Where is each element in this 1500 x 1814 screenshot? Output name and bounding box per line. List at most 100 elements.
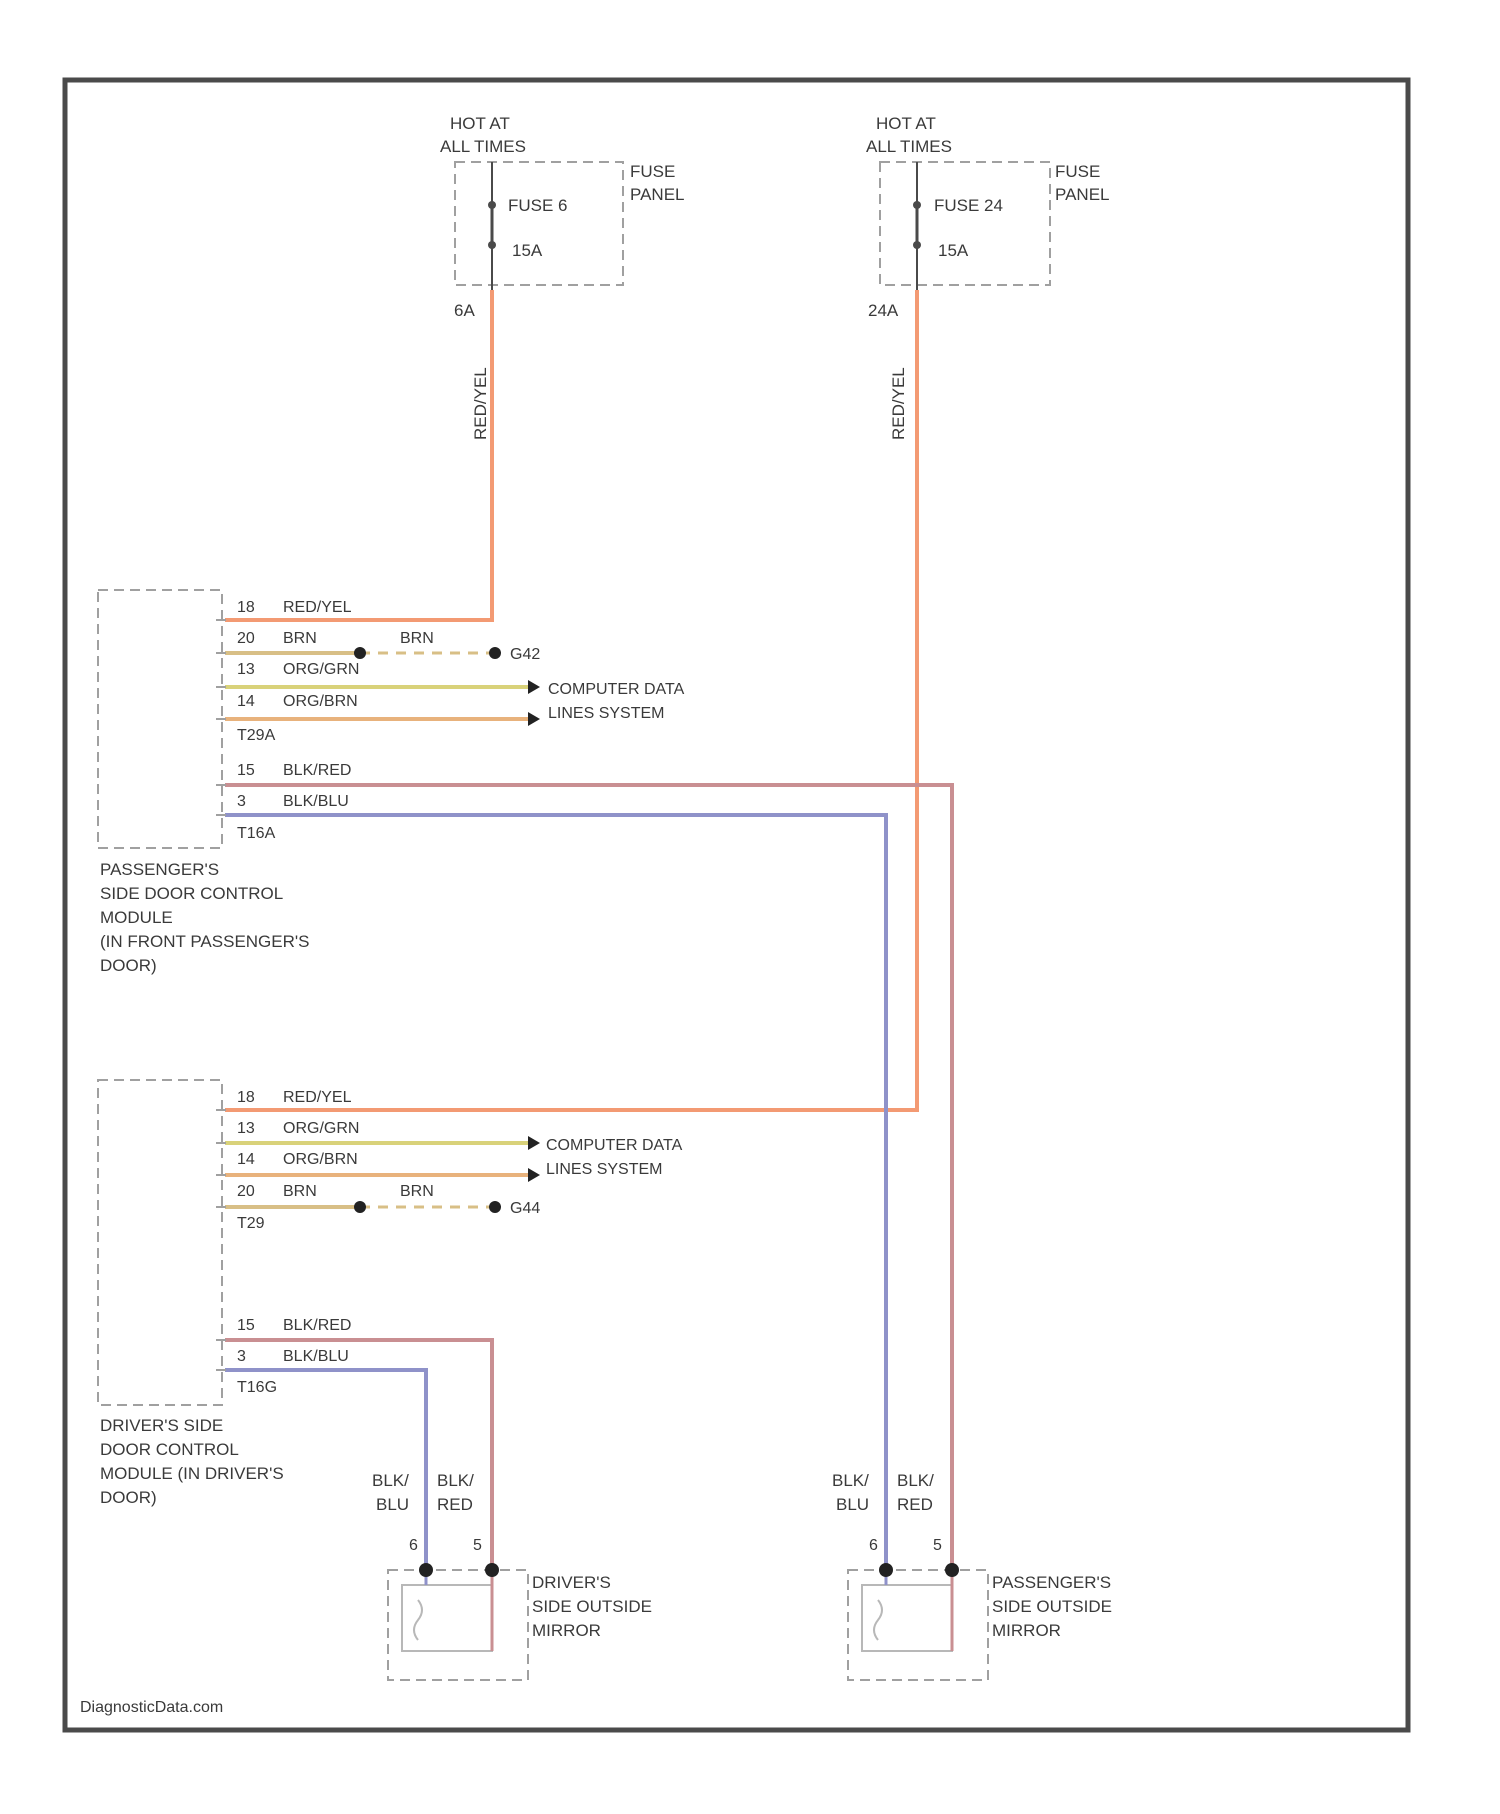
ground-label: G44 bbox=[510, 1200, 540, 1217]
footer-watermark: DiagnosticData.com bbox=[80, 1699, 223, 1716]
fuse-panel-label-1: FUSE bbox=[630, 162, 675, 181]
pin-b: 5 bbox=[473, 1537, 482, 1554]
mirror-name-3: MIRROR bbox=[992, 1621, 1061, 1640]
mirror-motor-box bbox=[862, 1585, 952, 1651]
fuse-24-amp: 15A bbox=[938, 241, 969, 260]
module-box bbox=[98, 1080, 222, 1405]
pin-number: 14 bbox=[237, 693, 255, 710]
pin-wire-2: BRN bbox=[400, 630, 434, 647]
hot-at-label: HOT AT bbox=[876, 114, 936, 133]
wire-a-label-1: BLK/ bbox=[372, 1471, 409, 1490]
pin-b: 5 bbox=[933, 1537, 942, 1554]
fuse-panel-box bbox=[880, 162, 1050, 285]
passenger-door-module: 18 RED/YEL 20 BRN BRN G42 13 ORG/GRN 14 … bbox=[98, 590, 685, 975]
fuse-6-wire-label: RED/YEL bbox=[471, 367, 490, 440]
pin-wire: BLK/BLU bbox=[283, 1348, 349, 1365]
driver-door-module: 18 RED/YEL 13 ORG/GRN 14 ORG/BRN COMPUTE… bbox=[98, 1080, 683, 1507]
data-label-1: COMPUTER DATA bbox=[548, 681, 685, 698]
hot-at-label: HOT AT bbox=[450, 114, 510, 133]
arrow-icon bbox=[528, 1168, 540, 1182]
fuse-panel-label-2: PANEL bbox=[630, 185, 685, 204]
module-name-5: DOOR) bbox=[100, 956, 157, 975]
ground-label: G42 bbox=[510, 646, 540, 663]
pin-wire: RED/YEL bbox=[283, 1089, 352, 1106]
wire-blk-blu-pass bbox=[225, 815, 886, 1570]
wire-b-label-2: RED bbox=[437, 1495, 473, 1514]
wire-a-label-1: BLK/ bbox=[832, 1471, 869, 1490]
mirror-name-1: PASSENGER'S bbox=[992, 1573, 1111, 1592]
wire-red-yel-pass bbox=[225, 290, 492, 620]
fuse-panel-label-2: PANEL bbox=[1055, 185, 1110, 204]
pin-number: 14 bbox=[237, 1151, 255, 1168]
splice-dot bbox=[354, 647, 366, 659]
fuse-24-block: HOT AT ALL TIMES FUSE 24 15A FUSE PANEL … bbox=[866, 114, 1110, 440]
pin-wire: BLK/BLU bbox=[283, 793, 349, 810]
module-name-1: DRIVER'S SIDE bbox=[100, 1416, 223, 1435]
ground-dot bbox=[489, 647, 501, 659]
fuse-6-circuit: 6A bbox=[454, 301, 475, 320]
pin-number: 15 bbox=[237, 762, 255, 779]
pin-number: 15 bbox=[237, 1317, 255, 1334]
fuse-6-amp: 15A bbox=[512, 241, 543, 260]
connector-dot bbox=[485, 1563, 499, 1577]
pin-wire: BLK/RED bbox=[283, 762, 351, 779]
pin-number: 3 bbox=[237, 1348, 246, 1365]
connector-label: T29A bbox=[237, 727, 276, 744]
connector-label: T29 bbox=[237, 1215, 265, 1232]
pin-wire: BRN bbox=[283, 630, 317, 647]
mirror-name-2: SIDE OUTSIDE bbox=[992, 1597, 1112, 1616]
module-name-4: (IN FRONT PASSENGER'S bbox=[100, 932, 309, 951]
data-label-2: LINES SYSTEM bbox=[548, 705, 664, 722]
motor-coil-icon bbox=[414, 1600, 422, 1640]
module-name-3: MODULE (IN DRIVER'S bbox=[100, 1464, 284, 1483]
motor-coil-icon bbox=[874, 1600, 882, 1640]
pin-a: 6 bbox=[869, 1537, 878, 1554]
arrow-icon bbox=[528, 1136, 540, 1150]
module-name-3: MODULE bbox=[100, 908, 173, 927]
pin-number: 13 bbox=[237, 661, 255, 678]
fuse-panel-label-1: FUSE bbox=[1055, 162, 1100, 181]
all-times-label: ALL TIMES bbox=[440, 137, 526, 156]
connector-dot bbox=[419, 1563, 433, 1577]
connector-dot bbox=[945, 1563, 959, 1577]
fuse-6-label: FUSE 6 bbox=[508, 196, 568, 215]
fuse-panel-box bbox=[455, 162, 623, 285]
driver-side-mirror: BLK/ BLU BLK/ RED 6 5 DRIVER'S SIDE OUTS… bbox=[372, 1471, 652, 1680]
pin-wire: BLK/RED bbox=[283, 1317, 351, 1334]
fuse-24-wire-label: RED/YEL bbox=[889, 367, 908, 440]
mirror-name-3: MIRROR bbox=[532, 1621, 601, 1640]
module-name-4: DOOR) bbox=[100, 1488, 157, 1507]
passenger-side-mirror: BLK/ BLU BLK/ RED 6 5 PASSENGER'S SIDE O… bbox=[832, 1471, 1112, 1680]
mirror-name-1: DRIVER'S bbox=[532, 1573, 611, 1592]
fuse-6-block: HOT AT ALL TIMES FUSE 6 15A FUSE PANEL 6… bbox=[440, 114, 685, 440]
module-name-2: DOOR CONTROL bbox=[100, 1440, 239, 1459]
module-name-2: SIDE DOOR CONTROL bbox=[100, 884, 283, 903]
module-pin-ticks bbox=[216, 620, 226, 1370]
pin-number: 18 bbox=[237, 1089, 255, 1106]
mirror-name-2: SIDE OUTSIDE bbox=[532, 1597, 652, 1616]
pin-number: 3 bbox=[237, 793, 246, 810]
data-label-1: COMPUTER DATA bbox=[546, 1137, 683, 1154]
pin-number: 18 bbox=[237, 599, 255, 616]
pin-a: 6 bbox=[409, 1537, 418, 1554]
pin-wire: ORG/GRN bbox=[283, 661, 359, 678]
connector-label: T16A bbox=[237, 825, 276, 842]
fuse-24-label: FUSE 24 bbox=[934, 196, 1003, 215]
fuse-24-circuit: 24A bbox=[868, 301, 899, 320]
pin-wire-2: BRN bbox=[400, 1183, 434, 1200]
wire-blk-red-driver bbox=[225, 1340, 492, 1570]
mirror-box bbox=[848, 1570, 988, 1680]
module-box bbox=[98, 590, 222, 848]
wire-a-label-2: BLU bbox=[836, 1495, 869, 1514]
connector-dot bbox=[879, 1563, 893, 1577]
pin-wire: ORG/BRN bbox=[283, 693, 358, 710]
ground-dot bbox=[489, 1201, 501, 1213]
pin-wire: ORG/GRN bbox=[283, 1120, 359, 1137]
splice-dot bbox=[354, 1201, 366, 1213]
all-times-label: ALL TIMES bbox=[866, 137, 952, 156]
pin-wire: RED/YEL bbox=[283, 599, 352, 616]
module-name-1: PASSENGER'S bbox=[100, 860, 219, 879]
connector-label: T16G bbox=[237, 1379, 277, 1396]
wire-b-label-1: BLK/ bbox=[437, 1471, 474, 1490]
